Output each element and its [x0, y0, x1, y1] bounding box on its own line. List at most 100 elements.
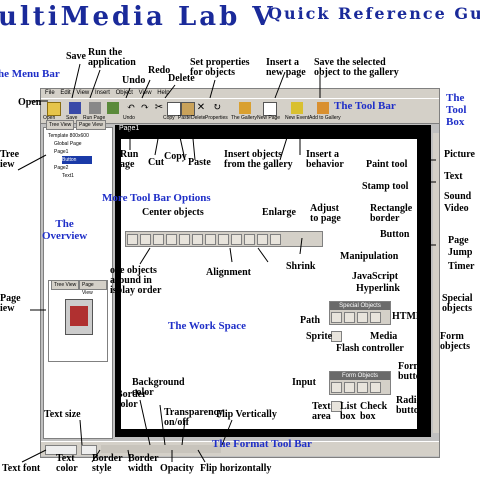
label-text: Text — [444, 171, 463, 182]
page-tab[interactable]: Page1 — [115, 125, 431, 133]
media-icon[interactable] — [370, 312, 381, 323]
form-objects-palette: Form Objects — [329, 371, 391, 412]
label-insert-gallery: Insert objects from the gallery — [224, 149, 293, 170]
path-icon[interactable] — [331, 312, 342, 323]
new-page-icon[interactable] — [263, 102, 277, 116]
label-input: Input — [292, 377, 316, 388]
thumbnail-image — [70, 306, 88, 326]
menu-object[interactable]: Object — [115, 90, 133, 96]
special-objects-title: Special Objects — [330, 302, 390, 310]
format-buttons[interactable] — [101, 445, 221, 453]
work-space — [115, 133, 431, 437]
properties-icon[interactable]: ↻ — [212, 102, 222, 113]
run-page-icon[interactable] — [89, 102, 101, 114]
delete-icon[interactable]: ✕ — [196, 102, 206, 113]
check-box-icon[interactable] — [370, 382, 381, 393]
copy-icon[interactable] — [167, 102, 181, 116]
list-box-icon[interactable] — [357, 382, 368, 393]
page-thumbnail[interactable] — [65, 299, 93, 335]
label-insert-behavior: Insert a behavior — [306, 149, 344, 170]
label-sprite: Sprite — [306, 331, 333, 342]
label-sound: Sound — [444, 191, 472, 202]
redo-icon[interactable]: ↷ — [140, 102, 150, 113]
toolbox — [433, 133, 439, 433]
label-open: Open — [18, 97, 42, 108]
label-opacity: Opacity — [160, 463, 194, 474]
shrink-icon[interactable] — [257, 234, 268, 245]
menu-edit[interactable]: Edit — [60, 90, 71, 96]
tab-tree-view[interactable]: Tree View — [46, 120, 75, 130]
overview-tab-tree[interactable]: Tree View — [51, 280, 80, 290]
run-app-icon[interactable] — [107, 102, 119, 114]
callout-more-toolbar: More Tool Bar Options — [102, 192, 211, 204]
radio-button-icon[interactable] — [331, 401, 342, 412]
label-text-size: Text size — [44, 409, 81, 420]
text-area-icon[interactable] — [344, 382, 355, 393]
cut-icon[interactable]: ✂ — [154, 102, 164, 113]
menu-help[interactable]: Help — [157, 90, 170, 96]
enlarge-icon[interactable] — [244, 234, 255, 245]
label-tree-view: Tree iew — [0, 149, 20, 170]
overview-tab-page[interactable]: Page View — [79, 280, 107, 296]
label-run-page: Run age — [120, 149, 139, 170]
callout-toolbox: The Tool Box — [446, 92, 467, 128]
center-icon-2[interactable] — [179, 234, 190, 245]
toolbar-add-gallery-label: Add to Gallery — [309, 115, 341, 121]
label-adjust-to-page: Adjust to page — [310, 203, 341, 224]
toolbar-new-page-label: New Page — [257, 115, 281, 121]
format-toolbar — [41, 441, 439, 456]
menu-view-2[interactable]: View — [138, 90, 152, 96]
title-left: ultiMedia Lab V — [0, 2, 276, 32]
html-icon[interactable] — [331, 331, 342, 342]
menu-bar[interactable]: File Edit View Insert Object View Help — [41, 89, 439, 98]
more-toolbar-strip — [125, 231, 323, 247]
tree-item-global[interactable]: Global Page — [54, 141, 82, 147]
label-flip-horizontally: Flip horizontally — [200, 463, 272, 474]
gallery-icon[interactable] — [239, 102, 251, 114]
center-icon[interactable] — [166, 234, 177, 245]
toolbar-properties-label: Properties — [205, 115, 228, 121]
label-javascript: JavaScript — [352, 271, 399, 282]
tab-page-view[interactable]: Page View — [76, 120, 106, 130]
callout-work-space: The Work Space — [168, 320, 247, 332]
flash-icon[interactable] — [357, 312, 368, 323]
align-icon-3[interactable] — [218, 234, 229, 245]
toolbar-run-page-label: Run Page — [83, 115, 106, 121]
adjust-page-icon[interactable] — [270, 234, 281, 245]
order-icon-3[interactable] — [153, 234, 164, 245]
menu-file[interactable]: File — [45, 90, 55, 96]
paste-icon[interactable] — [181, 102, 195, 116]
tree-list: Template 800x600 Global Page Page1 Butto… — [48, 132, 92, 180]
order-icon-2[interactable] — [140, 234, 151, 245]
tree-item-page2[interactable]: Page2 — [54, 165, 69, 171]
label-border-style: Border style — [92, 453, 123, 474]
input-icon[interactable] — [331, 382, 342, 393]
sprite-icon[interactable] — [344, 312, 355, 323]
tree-item-button[interactable]: Button — [62, 156, 92, 164]
label-text-area: Text area — [312, 401, 331, 422]
align-icon[interactable] — [192, 234, 203, 245]
text-size-field[interactable] — [81, 445, 97, 455]
align-icon-4[interactable] — [231, 234, 242, 245]
toolbar-undo-label: Undo — [123, 115, 135, 121]
label-text-font: Text font — [2, 463, 41, 474]
align-icon-2[interactable] — [205, 234, 216, 245]
toolbar-save-label: Save — [66, 115, 78, 121]
menu-view[interactable]: View — [76, 90, 90, 96]
undo-icon[interactable]: ↶ — [126, 102, 136, 113]
save-icon[interactable] — [69, 102, 81, 114]
toolbar-open-label: Open — [43, 115, 56, 121]
tree-item-page1[interactable]: Page1 — [54, 149, 69, 155]
toolbar-gallery-label: The Gallery — [231, 115, 257, 121]
toolbar-delete-label: Delete — [191, 115, 206, 121]
tree-item-template[interactable]: Template 800x600 — [48, 133, 89, 139]
new-event-icon[interactable] — [291, 102, 303, 114]
label-form-objects: Form objects — [440, 331, 470, 352]
add-to-gallery-icon[interactable] — [317, 102, 329, 114]
open-icon[interactable] — [47, 102, 61, 116]
tree-item-text1[interactable]: Text1 — [62, 173, 74, 179]
label-set-props: Set properties for objects — [190, 57, 250, 78]
order-icon[interactable] — [127, 234, 138, 245]
menu-insert[interactable]: Insert — [94, 90, 110, 96]
label-run-app: Run the application — [88, 47, 136, 68]
